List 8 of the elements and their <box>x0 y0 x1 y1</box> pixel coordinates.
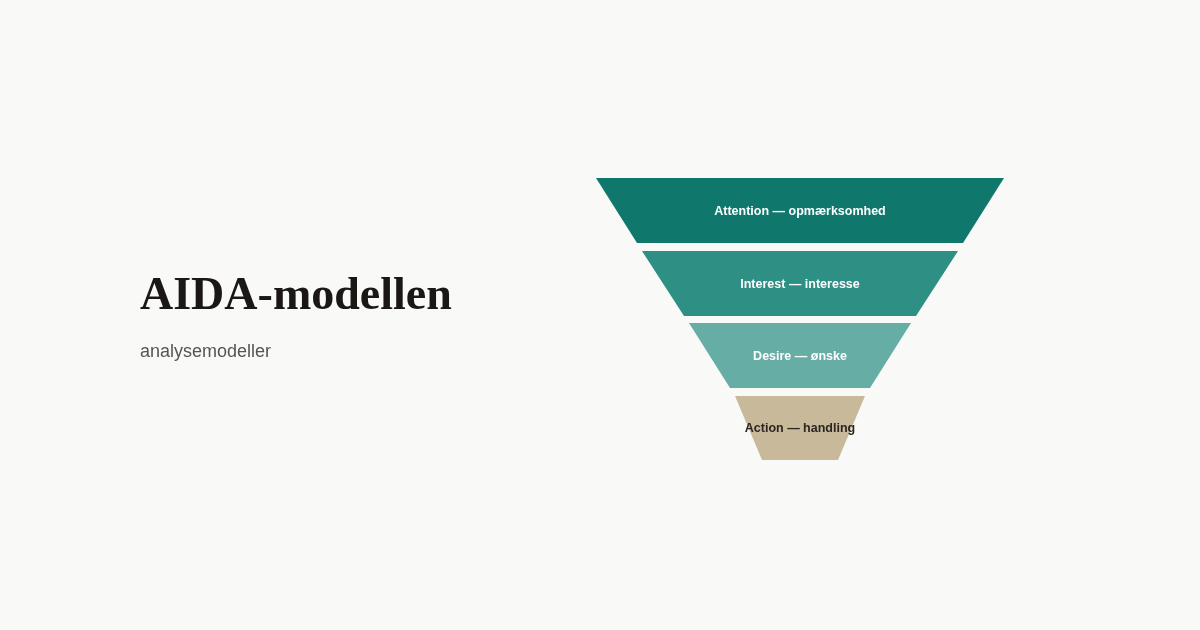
stage-label: Attention — opmærksomhed <box>714 202 886 219</box>
funnel-stage <box>596 178 1004 243</box>
funnel-stage <box>689 323 911 388</box>
funnel-stage <box>642 251 958 316</box>
title: AIDA-modellen <box>140 267 452 321</box>
stage-label: Interest — interesse <box>740 275 860 292</box>
subtitle: analysemodeller <box>140 340 272 362</box>
stage-label: Desire — ønske <box>753 347 847 364</box>
